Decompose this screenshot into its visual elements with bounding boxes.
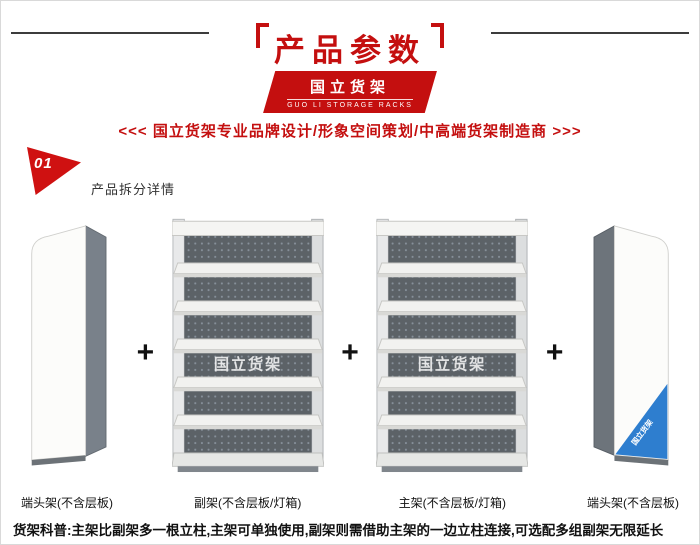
end-rack-base	[614, 455, 669, 466]
end-rack-side-panel	[593, 225, 615, 457]
section-number: 01	[34, 155, 53, 172]
brand-watermark: 国立货架	[418, 355, 486, 373]
sub-rack-illustration: 国立货架	[171, 218, 324, 473]
product-figure-end-rack-right: 国立货架 端头架(不含层板)	[581, 213, 685, 511]
footer-note: 货架科普:主架比副架多一根立柱,主架可单独使用,副架则需借助主架的一边立柱连接,…	[13, 523, 664, 538]
header: 产品参数	[1, 23, 699, 72]
end-rack-right-illustration: 国立货架	[593, 225, 669, 466]
plus-sign: +	[341, 336, 359, 369]
end-rack-side-panel	[85, 225, 107, 457]
brand-subtitle: GUO LI STORAGE RACKS	[287, 102, 413, 109]
header-rule-left	[11, 32, 209, 34]
brand-name: 国立货架	[287, 76, 413, 100]
brand-badge-row: 国立货架 GUO LI STORAGE RACKS	[1, 71, 699, 113]
product-figure-end-rack-left: 端头架(不含层板)	[15, 213, 119, 511]
product-breakdown-row: 端头架(不含层板) +	[15, 213, 685, 511]
corner-bracket-left-icon	[256, 23, 269, 48]
base-deck	[376, 452, 529, 467]
page-title: 产品参数	[274, 33, 426, 68]
shelves	[377, 262, 528, 430]
top-canopy	[376, 220, 529, 236]
header-rule-right	[491, 32, 689, 34]
base-shadow	[177, 466, 318, 473]
main-rack-illustration: 国立货架	[376, 218, 529, 473]
plus-sign: +	[545, 336, 564, 369]
product-label: 端头架(不含层板)	[586, 496, 679, 510]
product-figure-sub-rack: 国立货架 副架(不含层板/灯箱)	[171, 213, 324, 511]
section-title: 产品拆分详情	[91, 182, 176, 197]
top-canopy	[171, 220, 324, 236]
product-label: 副架(不含层板/灯箱)	[193, 496, 302, 510]
shelves	[172, 262, 323, 430]
product-figure-main-rack: 国立货架 主架(不含层板/灯箱)	[376, 213, 529, 511]
plus-sign: +	[136, 336, 155, 369]
end-rack-front-panel	[31, 225, 87, 461]
page-title-wrap: 产品参数	[256, 23, 444, 72]
end-rack-base	[31, 455, 86, 466]
blue-banner	[615, 383, 668, 460]
base-deck	[171, 452, 324, 467]
corner-bracket-right-icon	[431, 23, 444, 48]
brand-watermark: 国立货架	[213, 355, 281, 373]
brand-badge: 国立货架 GUO LI STORAGE RACKS	[263, 71, 437, 113]
end-rack-left-illustration	[31, 225, 107, 466]
base-shadow	[382, 466, 523, 473]
brand-tagline: <<< 国立货架专业品牌设计/形象空间策划/中高端货架制造商 >>>	[118, 123, 582, 140]
product-label: 主架(不含层板/灯箱)	[398, 496, 506, 510]
product-label: 端头架(不含层板)	[21, 496, 113, 510]
